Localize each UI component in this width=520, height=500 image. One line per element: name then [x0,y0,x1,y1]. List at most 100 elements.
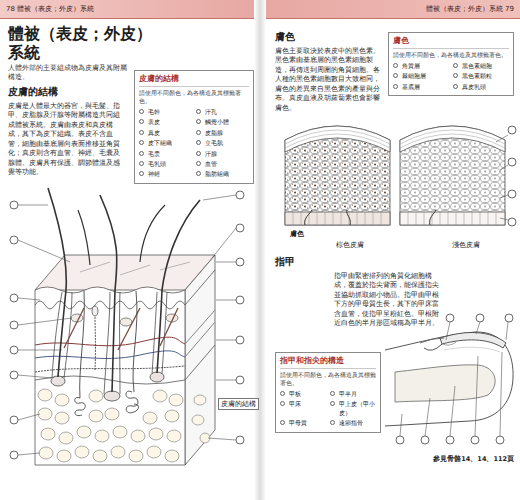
skin-color-panel [400,126,505,225]
fat-tissue [55,394,69,406]
fat-tissue [131,430,145,442]
part-name: 汗腺 [196,150,249,158]
part-name: 真皮乳頭 [453,83,509,91]
part-name: 甲母質 [280,419,326,427]
callout-circle [396,314,513,444]
hair [78,210,90,265]
part-name: 真皮 [139,129,192,137]
fat-tissue [113,426,127,438]
skin-block [80,262,190,275]
leader-line [400,322,508,436]
part-name: 表皮 [139,118,192,126]
page-band [254,0,266,500]
callout-circle [10,294,18,302]
part-name: 神經 [139,170,192,178]
skin-color-panel [400,212,505,225]
legend-box: 皮膚的結構請使用不同顏色，為各構造及其標籤著色。毛幹汗孔表皮觸覺小體真皮皮脂腺皮… [134,70,254,184]
fat-tissue [167,430,181,442]
callout-circle [471,436,479,444]
fingertip [424,344,442,350]
callout-circle [476,314,484,322]
subtitle: 人體外部的主要組成物為皮膚及其附屬構造。 [8,64,130,83]
part-name: 毛囊 [139,150,192,158]
section-heading: 指甲 [275,256,375,268]
skin-color-panel [285,212,390,225]
fat-tissue [153,390,167,402]
running-header: 78 體被（表皮；外皮）系統 [6,5,206,13]
part-name: 甲板 [280,390,326,398]
section-heading: 皮膚的結構 [8,86,128,98]
skin-color-panel [285,130,390,148]
part-name: 汗孔 [196,108,249,116]
fat-tissue [59,432,73,444]
page-title: 體被（表皮；外皮）系統 [8,24,158,62]
fat-tissue [38,389,210,462]
fat-tissue [165,410,179,422]
fat-tissue [111,446,125,458]
skin-block [185,270,215,380]
fingertip [442,342,456,345]
leader-line [496,135,508,220]
leader-line [446,322,508,340]
callout-circle [236,191,244,199]
part-name: 毛幹 [139,108,192,116]
skin-color-panel [285,126,505,225]
callout-circle [10,201,18,209]
callout-circle [508,218,516,226]
part-name: 觸覺小體 [196,118,249,126]
skin-color-panel [400,126,505,152]
fat-tissue [147,446,161,458]
figure-label: 皮膚的結構 [218,398,259,410]
leader-line [400,352,502,436]
part-name: 皮下組織 [139,139,192,147]
arrector-pili [64,308,178,350]
skin-color-panel [285,126,390,152]
fat-tissue [149,428,163,440]
hair [150,372,164,382]
fingertip [444,347,500,352]
callout-circle [236,258,244,266]
hair [119,292,120,394]
part-name: 立毛肌 [196,139,249,147]
part-name: 棘細胞層 [393,72,449,80]
blood-vessel [185,310,215,357]
callout-circle [10,321,18,329]
figure-label: 棕色皮膚 [336,241,364,250]
fat-tissue [38,389,52,401]
part-name: 毛乳頭 [139,160,192,168]
box-heading: 皮膚的結構 [139,74,249,87]
skin-color-panel [400,130,505,148]
blood-vessel [35,351,185,359]
fat-tissue [57,450,71,462]
sweat-gland [133,291,137,392]
figure-label: 膚色 [290,229,304,239]
item-list: 毛幹汗孔表皮觸覺小體真皮皮脂腺皮下組織立毛肌毛囊汗腺毛乳頭血管神經脂肪組織 [139,108,249,179]
fat-tissue [192,415,204,425]
part-name: 甲半月 [330,390,376,398]
hair [104,292,110,394]
running-header: 體被（表皮；外皮）系統 79 [314,5,514,13]
arrector-pili [64,308,84,348]
callout-circle [236,376,244,384]
callout-circle [10,371,18,379]
instruction-text: 請使用不同顏色，為各構造及其標籤著色。 [139,89,249,105]
hair [51,376,65,386]
body-paragraph: 膚色主要取決於表皮中的黑色素。黑色素由基底層的黑色素細胞製造，再傳送到周圍的角質… [275,47,381,113]
callout-circle [10,236,18,244]
arrector-pili [160,308,178,346]
leader-line [18,195,236,455]
skin-block [35,255,215,290]
skin-block [185,255,215,465]
part-name: 脂肪組織 [196,170,249,178]
part-name: 甲上皮（甲小皮） [330,400,376,417]
callout-circle [421,436,429,444]
callout-circle [508,126,516,134]
callout-circle [236,224,244,232]
box-heading: 膚色 [393,36,509,49]
part-name: 皮脂腺 [196,129,249,137]
callout-circle [10,191,244,459]
sebaceous-gland [71,314,178,326]
fat-tissue [41,428,55,440]
body-paragraph: 指甲由緊密排列的角質化細胞構成，覆蓋於指尖背面，能保護指尖並協助抓取細小物品。指… [334,272,440,329]
fingertip [420,338,444,343]
